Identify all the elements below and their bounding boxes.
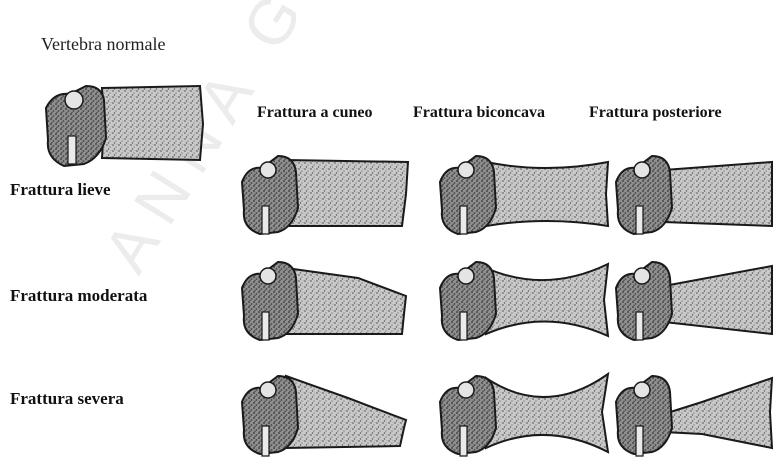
vertebra-wedge-mild [238,150,414,238]
vertebra-posterior-mild [612,150,778,238]
column-header-biconcave: Frattura biconcava [413,104,545,122]
row-label-moderate: Frattura moderata [10,286,147,306]
column-header-posterior: Frattura posteriore [589,104,722,122]
vertebra-posterior-severe [612,362,778,462]
vertebra-wedge-severe [238,362,414,462]
row-label-severe: Frattura severa [10,389,124,409]
normal-vertebra-label: Vertebra normale [41,34,165,55]
vertebra-posterior-moderate [612,256,778,344]
row-label-mild: Frattura lieve [10,180,111,200]
vertebra-biconcave-severe [436,362,612,462]
vertebra-wedge-moderate [238,256,414,344]
column-header-wedge: Frattura a cuneo [257,104,373,122]
vertebra-biconcave-moderate [436,256,612,344]
vertebra-biconcave-mild [436,150,612,238]
normal-vertebra-illustration [40,78,212,170]
